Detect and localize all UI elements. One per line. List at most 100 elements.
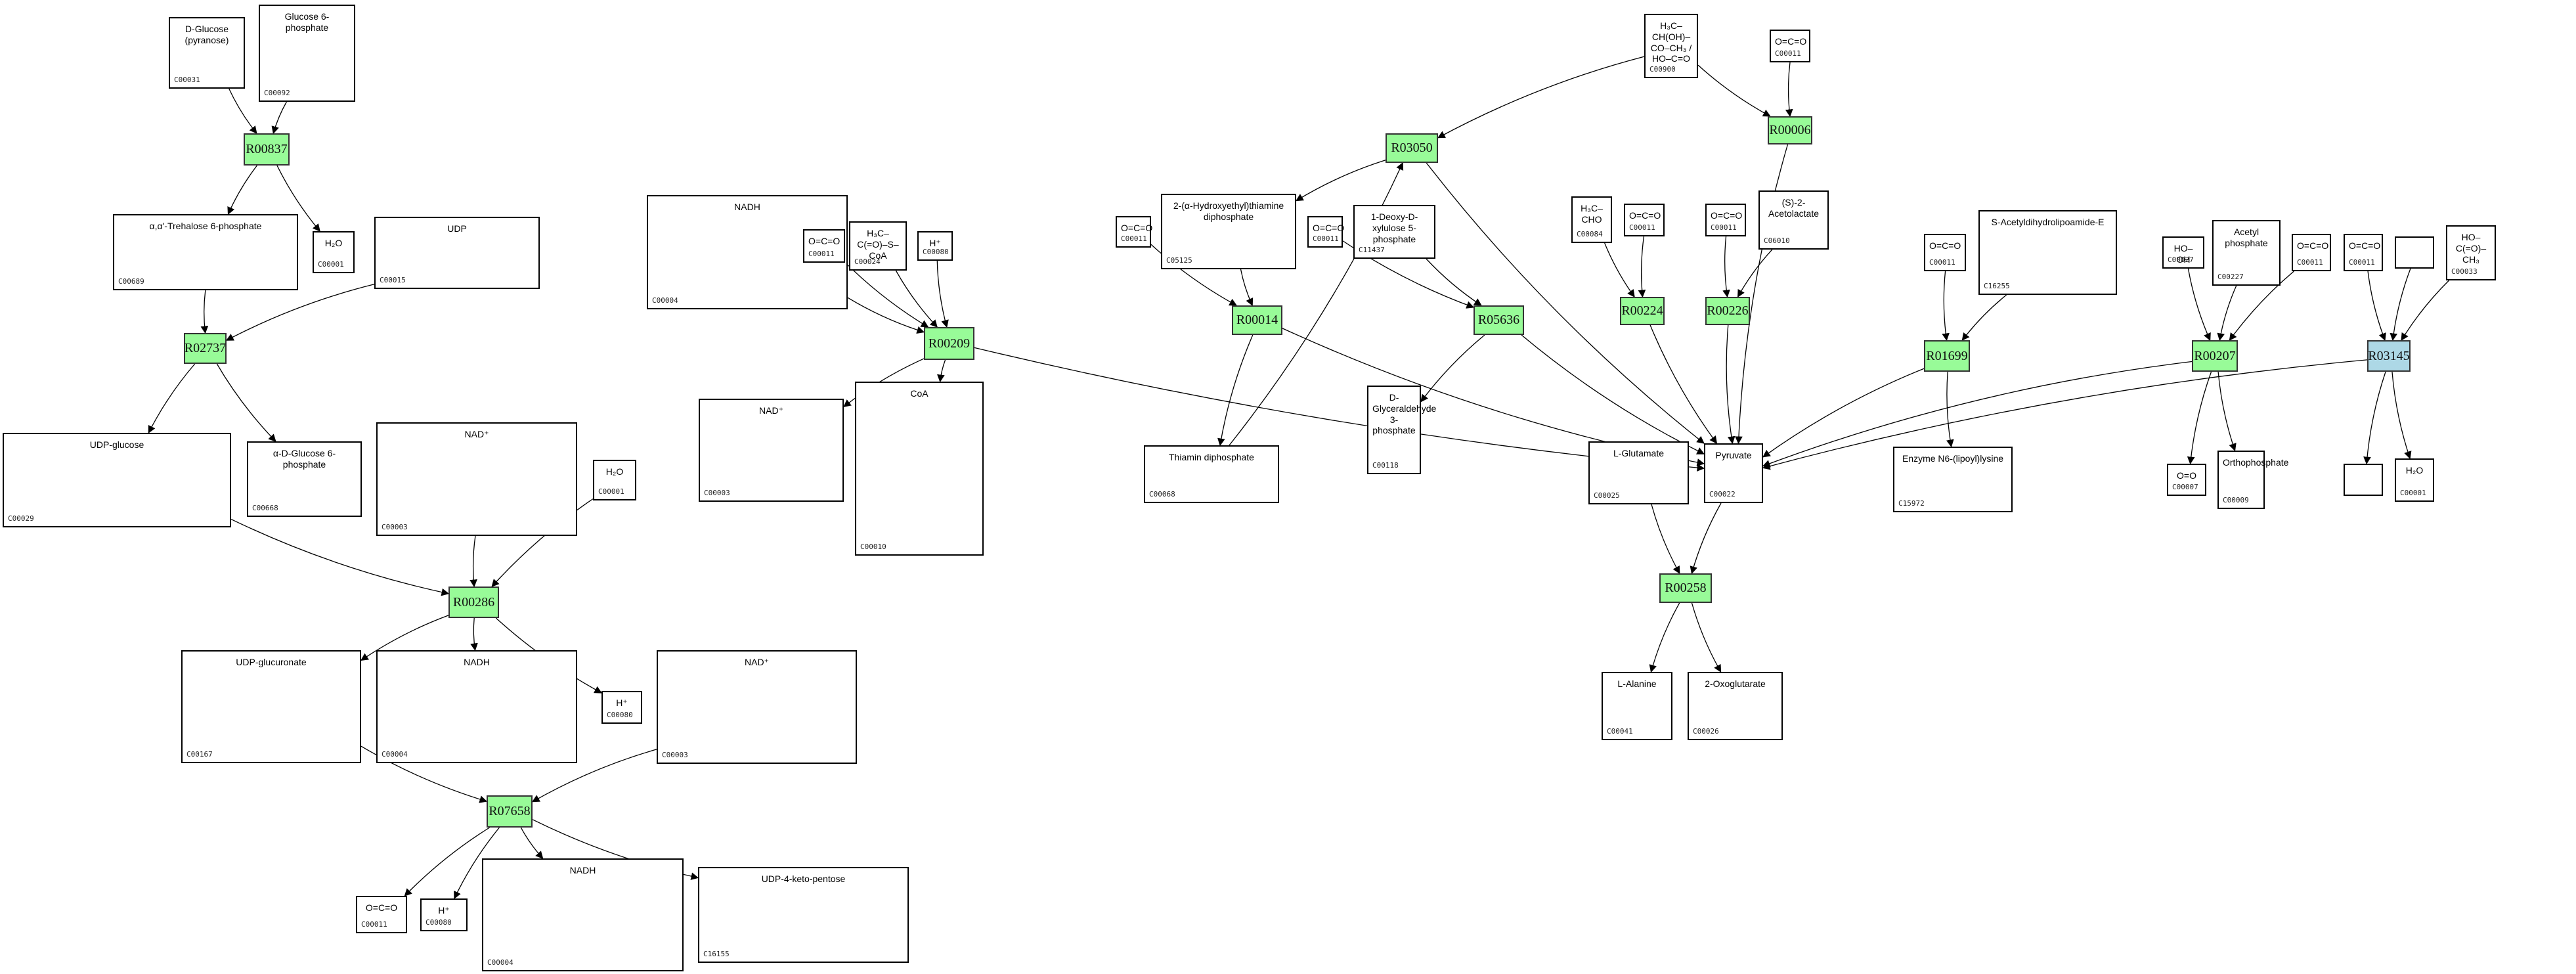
reaction-R02737[interactable]: R02737 (184, 333, 227, 364)
compound-structure: O=C=O (1629, 210, 1661, 221)
reaction-R07658[interactable]: R07658 (487, 795, 533, 828)
reaction-R00258[interactable]: R00258 (1659, 573, 1712, 603)
reaction-label: R02737 (184, 341, 227, 355)
compound-C00003[interactable]: NAD⁺C00003 (657, 650, 857, 764)
compound-C00080[interactable]: H⁺C00080 (601, 691, 642, 724)
reaction-R03050[interactable]: R03050 (1386, 133, 1438, 163)
edge-R07658-to-c14 (404, 827, 490, 897)
reaction-R00014[interactable]: R00014 (1232, 305, 1282, 335)
compound-C00003[interactable]: NAD⁺C00003 (376, 422, 577, 536)
compound-id: C00004 (652, 296, 678, 305)
compound-structure: H₃C–CHO (1581, 203, 1603, 225)
reaction-R00209[interactable]: R00209 (924, 327, 974, 360)
compound-id: C00080 (607, 711, 633, 719)
edge-R07658-to-c16 (520, 827, 544, 859)
compound-structure: UDP (447, 223, 467, 234)
reaction-R03145[interactable]: R03145 (2367, 340, 2411, 372)
reaction-label: R00837 (246, 142, 288, 156)
reaction-R00224[interactable]: R00224 (1620, 297, 1665, 325)
compound-structure: O=C=O (1775, 36, 1807, 47)
compound-structure: O=C=O (1121, 223, 1153, 233)
edge-c21-to-R00209 (936, 260, 949, 328)
reaction-R00837[interactable]: R00837 (244, 133, 290, 166)
compound-empty[interactable] (2395, 236, 2434, 269)
compound-C00080[interactable]: H⁺C00080 (917, 231, 953, 261)
edge-c45-to-R00258 (1690, 502, 1722, 575)
compound-structure: NADH (734, 202, 760, 212)
edge-c34-to-R00226 (1722, 236, 1730, 298)
compound-structure: NADH (464, 657, 490, 667)
edge-R01699-to-c46 (1946, 371, 1954, 448)
reaction-R00286[interactable]: R00286 (448, 587, 499, 618)
edge-R05636-to-c29 (1420, 334, 1485, 403)
compound-id: C00033 (2451, 267, 2478, 276)
compound-C00031[interactable]: D-Glucose (pyranose)C00031 (169, 17, 245, 89)
compound-id: C00900 (1649, 65, 1676, 74)
edge-c43-to-R03145 (2401, 280, 2450, 341)
compound-structure: UDP-glucose (89, 439, 144, 450)
edge-c37-to-R01699 (1961, 294, 2007, 341)
compound-id: C00029 (8, 514, 34, 523)
edge-R00207-to-c48 (2217, 371, 2237, 452)
compound-C00080[interactable]: H⁺C00080 (420, 898, 468, 931)
compound-empty[interactable] (2344, 464, 2383, 496)
compound-id: C00011 (361, 920, 387, 929)
edge-c2-to-R00837 (271, 101, 288, 135)
edge-R00837-to-c3 (227, 165, 257, 215)
reaction-R00006[interactable]: R00006 (1768, 116, 1812, 144)
compound-C00003[interactable]: NAD⁺C00003 (699, 399, 844, 502)
compound-id: C00001 (2400, 489, 2426, 497)
reaction-R05636[interactable]: R05636 (1474, 305, 1524, 335)
compound-structure: (S)-2-Acetolactate (1768, 197, 1820, 219)
reaction-R01699[interactable]: R01699 (1924, 340, 1970, 372)
edge-R00226-to-c45 (1726, 324, 1736, 445)
reaction-R00226[interactable]: R00226 (1705, 297, 1750, 325)
compound-structure: H₃C–C(=O)–S–CoA (857, 228, 899, 261)
edge-c38-to-R00207 (2187, 268, 2211, 342)
reaction-R00207[interactable]: R00207 (2192, 340, 2238, 372)
compound-C00004[interactable]: NADH C00004 (647, 195, 848, 309)
